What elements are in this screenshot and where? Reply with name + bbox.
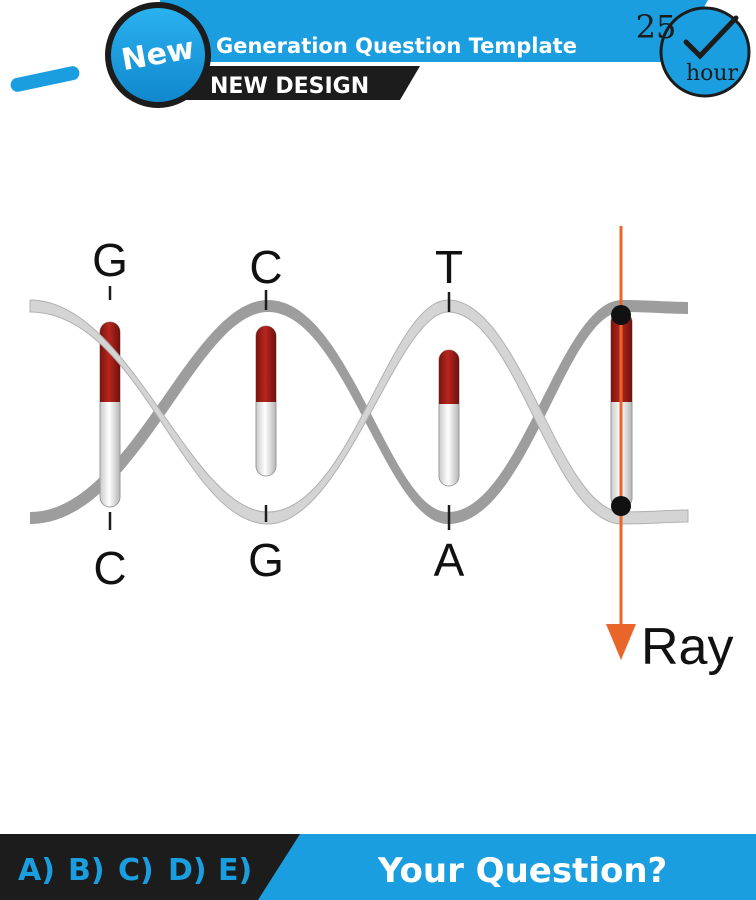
header-subtitle: NEW DESIGN — [210, 74, 369, 99]
timer-badge: 25 hour — [636, 6, 751, 98]
answer-option[interactable]: E) — [218, 853, 252, 888]
bottom-base-label: A — [434, 534, 465, 586]
magnifier-handle — [10, 66, 80, 92]
question-prompt: Your Question? — [377, 851, 667, 891]
base-pair-tube — [255, 325, 277, 477]
footer-prompt-panel — [258, 834, 756, 900]
ray-intersection-dot — [611, 305, 631, 325]
timer-unit: hour — [686, 61, 739, 86]
top-base-label: C — [249, 241, 282, 293]
top-base-label: G — [92, 234, 128, 286]
answer-option[interactable]: B) — [68, 853, 105, 888]
dna-front-strand — [29, 299, 689, 525]
header-banner — [160, 0, 708, 62]
ray-label: Ray — [641, 618, 733, 676]
header-title: Generation Question Template — [216, 34, 577, 58]
dna-back-strand — [30, 300, 688, 524]
dna-diagram: G C T C G A Ray — [29, 226, 733, 676]
bottom-base-label: G — [248, 534, 284, 586]
bottom-base-label: C — [93, 542, 126, 594]
timer-number: 25 — [636, 8, 677, 46]
base-connectors — [108, 286, 451, 530]
header: New Generation Question Template NEW DES… — [10, 0, 751, 108]
base-pair-tube — [438, 349, 460, 487]
ray-intersection-dot — [611, 496, 631, 516]
header-subtitle-bar — [180, 66, 420, 100]
checkmark-icon — [683, 15, 739, 60]
answer-option[interactable]: D) — [168, 853, 207, 888]
top-base-label: T — [435, 241, 463, 293]
answer-option[interactable]: C) — [118, 853, 154, 888]
magnifier-lens — [105, 2, 211, 108]
ray-arrow — [606, 226, 636, 660]
footer: A) B) C) D) E) Your Question? — [0, 834, 756, 900]
answer-option[interactable]: A) — [18, 853, 55, 888]
